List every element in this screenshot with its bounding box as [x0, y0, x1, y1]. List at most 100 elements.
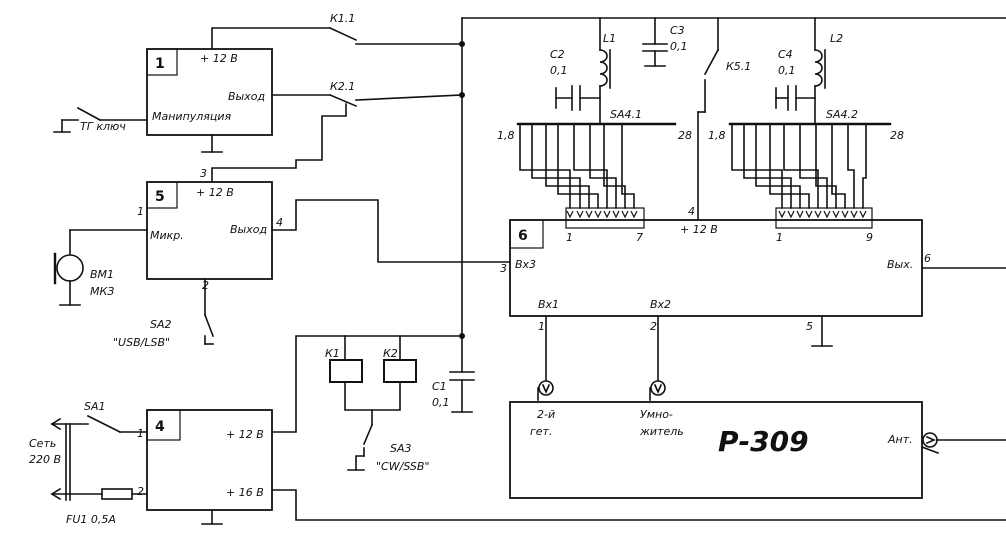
switch-sa2: SA2 "USB/LSB" — [113, 278, 215, 349]
sa4-1-pin-5 — [603, 210, 611, 219]
block-1-ground — [201, 134, 223, 153]
sa4-2-contact-8 — [831, 123, 846, 209]
sa4-2-pin-6 — [823, 210, 831, 219]
capacitor-c4-value: 0,1 — [778, 64, 796, 77]
sa4-1-right-label: 28 — [678, 129, 692, 142]
block-1-output-label: Выход — [228, 90, 265, 103]
link-vx2-multiplier — [649, 315, 666, 401]
capacitor-c3-value: 0,1 — [670, 40, 688, 53]
block-4-out16-label: + 16 В — [226, 486, 264, 499]
relay-k2-label: К2 — [383, 347, 398, 360]
sa4-1-pin-7 — [621, 210, 629, 219]
capacitor-c2-value: 0,1 — [550, 64, 568, 77]
band-switch-sa4-2: 1,8 28 SA4.2 — [708, 108, 904, 219]
connector-x2: 1 9 — [775, 207, 873, 244]
telegraph-key-label: ТГ ключ — [80, 120, 126, 133]
microphone-bm1: ВМ1 МКЗ — [53, 229, 148, 306]
block-5-output-label: Выход — [230, 223, 267, 236]
sa4-1-contact-1 — [519, 123, 571, 209]
block-6-pin6: 6 — [924, 252, 931, 265]
sa4-2-contact-7 — [815, 123, 837, 209]
block-6-output-label: Вых. — [887, 258, 913, 271]
mains-label: Сеть — [29, 437, 56, 450]
sa4-2-contact-10 — [862, 123, 867, 209]
capacitor-c3-label: С3 — [670, 24, 685, 37]
block-5-supply-label: + 12 В — [196, 186, 234, 199]
sa4-1-pin-8 — [630, 210, 638, 219]
sa4-2-left-label: 1,8 — [708, 129, 726, 142]
block-5-pin3: 3 — [200, 167, 207, 180]
block-5-number: 5 — [155, 189, 165, 205]
sa4-1-pin-4 — [594, 210, 602, 219]
coil-l2: L2 — [814, 17, 843, 125]
receiver-heterodyne-label-1: 2-й — [537, 408, 555, 421]
block-5-pin1: 1 — [137, 205, 144, 218]
coil-l2-label: L2 — [830, 32, 843, 45]
block-6-supply-label: + 12 В — [680, 223, 718, 236]
sa4-1-pin-1 — [566, 210, 574, 219]
fuse-fu1-label: FU1 0,5А — [66, 513, 116, 526]
block-4-power-supply: 4 + 12 В + 16 В 1 2 — [137, 409, 273, 511]
sa4-2-pin-8 — [841, 210, 849, 219]
sa4-2-contact-5 — [783, 123, 819, 209]
block-6-input1-label: Вх1 — [538, 298, 559, 311]
sa4-2-contact-6 — [799, 123, 828, 209]
coil-l1-label: L1 — [603, 32, 616, 45]
block-6-ground — [811, 315, 833, 347]
sa4-1-label: SA4.1 — [610, 108, 642, 121]
block-6-number: 6 — [518, 228, 528, 244]
capacitor-c4: С4 0,1 — [775, 48, 816, 111]
band-switch-sa4-1: 1,8 28 SA4.1 — [497, 108, 692, 219]
block-6-input3-label: Вх3 — [515, 258, 536, 271]
receiver-multiplier-label-1: Умно- — [640, 408, 673, 421]
switch-sa3-mode: "CW/SSB" — [376, 460, 430, 473]
wire-b5-to-b6 — [271, 199, 511, 263]
sa4-2-pin-10 — [859, 210, 867, 219]
relay-coils: К1 К2 — [325, 335, 417, 426]
switch-sa3: SA3 "CW/SSB" — [347, 423, 430, 473]
block-6-transmitter: 6 Вх3 Вх1 Вх2 Вых. + 12 В 3 4 1 2 5 6 — [500, 205, 931, 333]
relay-contact-k1-1: К1.1 — [211, 12, 463, 50]
telegraph-key: ТГ ключ — [53, 106, 148, 133]
block-6-pin1: 1 — [538, 320, 545, 333]
block-1-function-label: Манипуляция — [152, 110, 232, 123]
mains-voltage-label: 220 В — [29, 453, 61, 466]
capacitor-c1: С1 0,1 — [432, 335, 475, 413]
receiver-name: Р-309 — [718, 425, 809, 458]
link-vx1-heterodyne — [537, 315, 554, 401]
block-5-pin4: 4 — [276, 216, 283, 229]
block-6-pin4: 4 — [688, 205, 695, 218]
block-4-pin1: 1 — [137, 427, 144, 440]
block-5-input-label: Микр. — [150, 229, 184, 242]
sa4-2-contact-9 — [847, 123, 855, 209]
switch-sa2-label: SA2 — [150, 318, 172, 331]
block-1-supply-label: + 12 В — [200, 52, 238, 65]
sa4-2-contact-1 — [731, 123, 783, 209]
connector-x1: 1 7 — [565, 207, 645, 244]
sa4-1-pin-3 — [585, 210, 593, 219]
antenna-connector — [920, 432, 1006, 455]
sa4-1-contact-2 — [531, 123, 581, 209]
block-4-out12-label: + 12 В — [226, 428, 264, 441]
receiver-r309: Р-309 2-й гет. Умно- житель Ант. — [509, 401, 923, 499]
block-6-pin3: 3 — [500, 262, 507, 275]
connector-x1-last: 7 — [636, 231, 643, 244]
relay-contact-k1-1-label: К1.1 — [330, 12, 355, 25]
capacitor-c1-label: С1 — [432, 380, 447, 393]
sa4-1-pin-2 — [576, 210, 584, 219]
block-5-mic-amp: 5 + 12 В Микр. Выход 1 2 3 4 — [137, 167, 283, 292]
block-4-ground — [201, 509, 223, 525]
relay-contact-k2-1: К2.1 — [211, 80, 463, 183]
sa4-2-pin-1 — [778, 210, 786, 219]
mains-input: SA1 Сеть 220 В FU1 0,5А — [29, 400, 148, 526]
sa4-2-contact-3 — [755, 123, 801, 209]
block-6-input2-label: Вх2 — [650, 298, 671, 311]
sa4-2-pin-2 — [787, 210, 795, 219]
capacitor-c2-label: С2 — [550, 48, 565, 61]
receiver-heterodyne-label-2: гет. — [530, 425, 552, 438]
connector-x1-first: 1 — [566, 231, 573, 244]
sa4-1-pin-6 — [612, 210, 620, 219]
relay-k1-label: К1 — [325, 347, 340, 360]
capacitor-c4-label: С4 — [778, 48, 793, 61]
